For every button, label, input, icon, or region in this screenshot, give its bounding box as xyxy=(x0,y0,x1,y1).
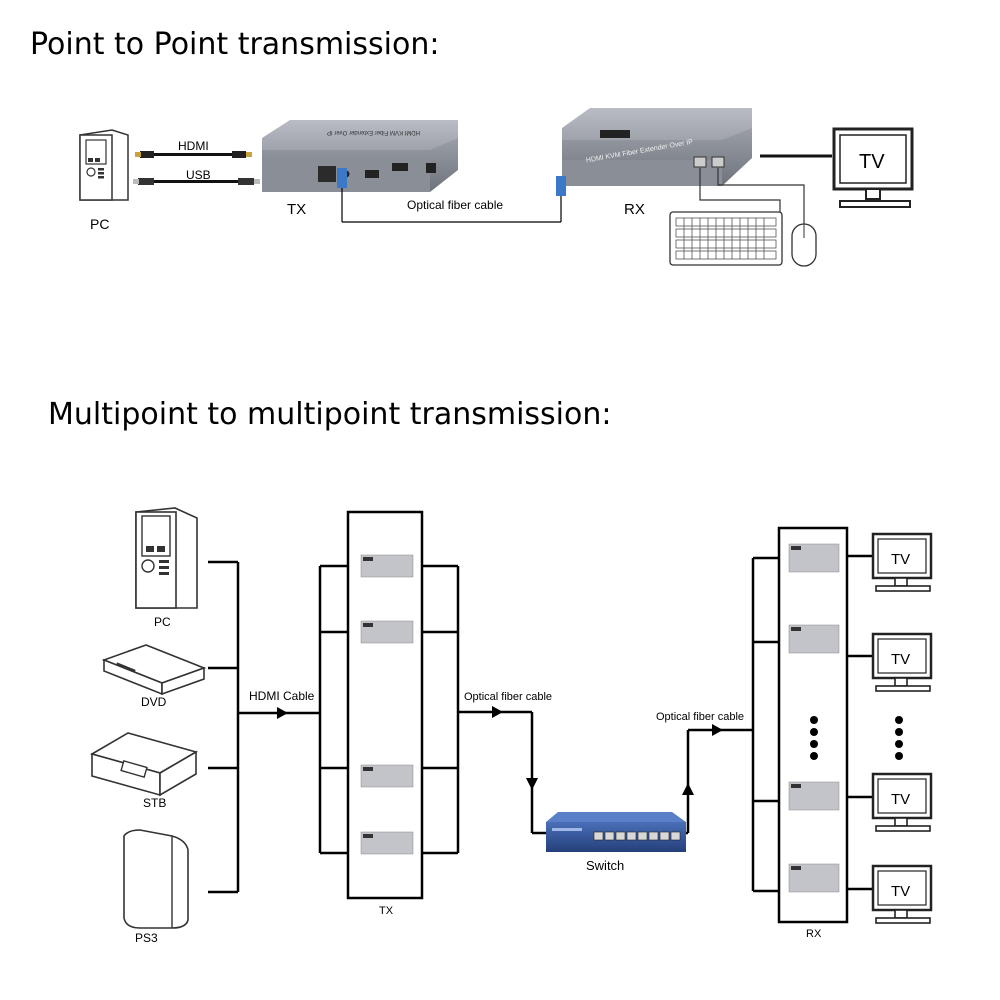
stb-icon xyxy=(89,732,199,797)
tv-label: TV xyxy=(859,151,885,173)
rx-unit xyxy=(788,863,840,893)
rx-label: RX xyxy=(624,201,645,218)
tv-label: TV xyxy=(891,551,910,568)
hdmi-cable-label: HDMI Cable xyxy=(249,689,315,703)
source-label-ps3: PS3 xyxy=(135,931,158,945)
tx-unit xyxy=(360,554,414,578)
rx-unit xyxy=(788,543,840,573)
tx-device xyxy=(262,120,458,192)
tx-unit xyxy=(360,764,414,788)
tv-ellipsis-icon xyxy=(895,716,903,760)
tx-label: TX xyxy=(287,201,306,218)
fiber-arrow-icon xyxy=(492,706,503,718)
rx-unit xyxy=(788,624,840,654)
rx-rack xyxy=(777,526,849,924)
hdmi-cable-icon xyxy=(135,151,252,158)
fiber-arrow-icon xyxy=(682,783,694,795)
tx-output-bracket xyxy=(422,564,460,855)
tv-icon xyxy=(871,632,933,692)
pc-icon xyxy=(135,507,198,609)
tv-icon xyxy=(871,532,933,592)
tv-label: TV xyxy=(891,791,910,808)
source-label-pc: PC xyxy=(154,615,171,629)
rx-ellipsis-icon xyxy=(810,716,818,760)
usb-label: USB xyxy=(186,168,211,182)
rx-rack-label: RX xyxy=(806,928,822,940)
hdmi-label: HDMI xyxy=(178,139,209,153)
tx-input-bracket xyxy=(318,564,348,855)
fiber-arrow-icon xyxy=(712,724,723,736)
rx-output-lines xyxy=(847,554,873,891)
tv-label: TV xyxy=(891,651,910,668)
fiber-cable-p2p xyxy=(337,168,566,223)
rx-unit xyxy=(788,781,840,811)
rx-input-bracket xyxy=(751,556,779,893)
fiber-label-right: Optical fiber cable xyxy=(656,711,744,723)
source-label-stb: STB xyxy=(143,796,166,810)
dvd-icon xyxy=(101,644,207,696)
fiber-line-right xyxy=(686,728,753,835)
fiber-arrow-icon xyxy=(526,778,538,790)
rx-device xyxy=(562,108,752,186)
mp-heading: Multipoint to multipoint transmission: xyxy=(48,397,612,432)
tx-unit xyxy=(360,620,414,644)
tv-icon xyxy=(871,864,933,924)
usb-cable-icon xyxy=(133,178,260,185)
mouse-icon xyxy=(791,223,817,267)
source-label-dvd: DVD xyxy=(141,695,167,709)
switch-label: Switch xyxy=(586,858,624,873)
tv-label: TV xyxy=(891,883,910,900)
source-bracket xyxy=(208,560,240,894)
tx-unit xyxy=(360,831,414,855)
tv-icon xyxy=(832,127,914,208)
fiber-label-left: Optical fiber cable xyxy=(464,691,552,703)
switch-icon xyxy=(546,812,686,852)
pc-label: PC xyxy=(90,216,109,232)
fiber-line-left xyxy=(458,710,546,835)
pc-icon xyxy=(79,129,129,201)
hdmi-arrow-icon xyxy=(277,707,288,719)
fiber-label-p2p: Optical fiber cable xyxy=(407,198,503,212)
keyboard-icon xyxy=(669,211,783,266)
p2p-heading: Point to Point transmission: xyxy=(30,27,439,62)
tx-device-text: HDMI KVM Fiber Extender Over IP xyxy=(327,129,420,135)
ps3-icon xyxy=(123,829,189,929)
tx-rack-label: TX xyxy=(379,905,394,917)
tv-icon xyxy=(871,772,933,832)
